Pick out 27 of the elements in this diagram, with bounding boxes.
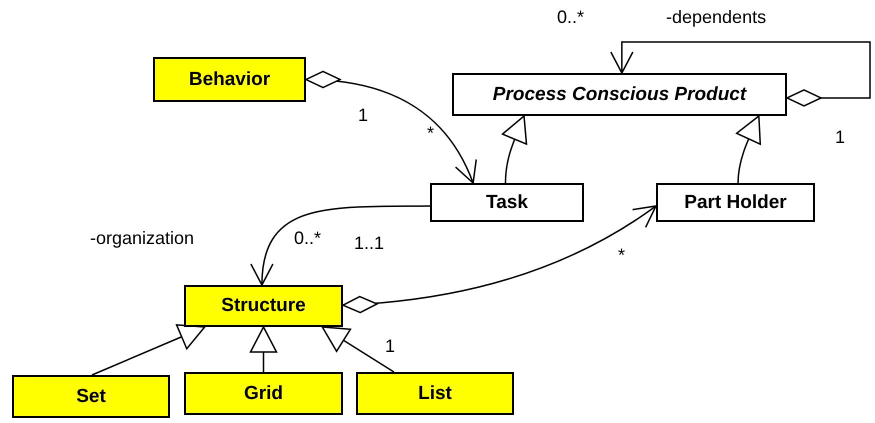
- aggregation-arrow: [610, 41, 871, 107]
- aggregation-arrow: [342, 205, 657, 313]
- role-label: -organization: [90, 229, 194, 247]
- class-box: Process Conscious Product: [452, 73, 787, 116]
- class-box: Behavior: [153, 57, 306, 102]
- multiplicity-label: 1: [835, 128, 846, 146]
- class-box: Task: [430, 183, 584, 222]
- class-box: List: [356, 372, 514, 415]
- class-box: Structure: [184, 285, 343, 327]
- generalization-arrow: [250, 326, 278, 372]
- multiplicity-label: 0..*: [557, 8, 584, 26]
- class-box: Grid: [184, 372, 343, 415]
- generalization-arrow: [736, 115, 761, 184]
- multiplicity-label: 1: [358, 106, 368, 124]
- association-arrow: [252, 205, 430, 286]
- multiplicity-label: *: [618, 246, 626, 264]
- class-box: Part Holder: [656, 183, 815, 222]
- role-label: -dependents: [666, 8, 766, 26]
- class-box: Set: [12, 375, 170, 418]
- generalization-arrow: [92, 324, 206, 376]
- generalization-arrow: [502, 115, 528, 184]
- multiplicity-label: 1: [385, 337, 396, 355]
- aggregation-arrow: [305, 71, 476, 184]
- multiplicity-label: 0..*: [294, 229, 322, 247]
- multiplicity-label: *: [427, 124, 434, 142]
- generalization-arrow: [322, 326, 394, 373]
- multiplicity-label: 1..1: [354, 234, 384, 252]
